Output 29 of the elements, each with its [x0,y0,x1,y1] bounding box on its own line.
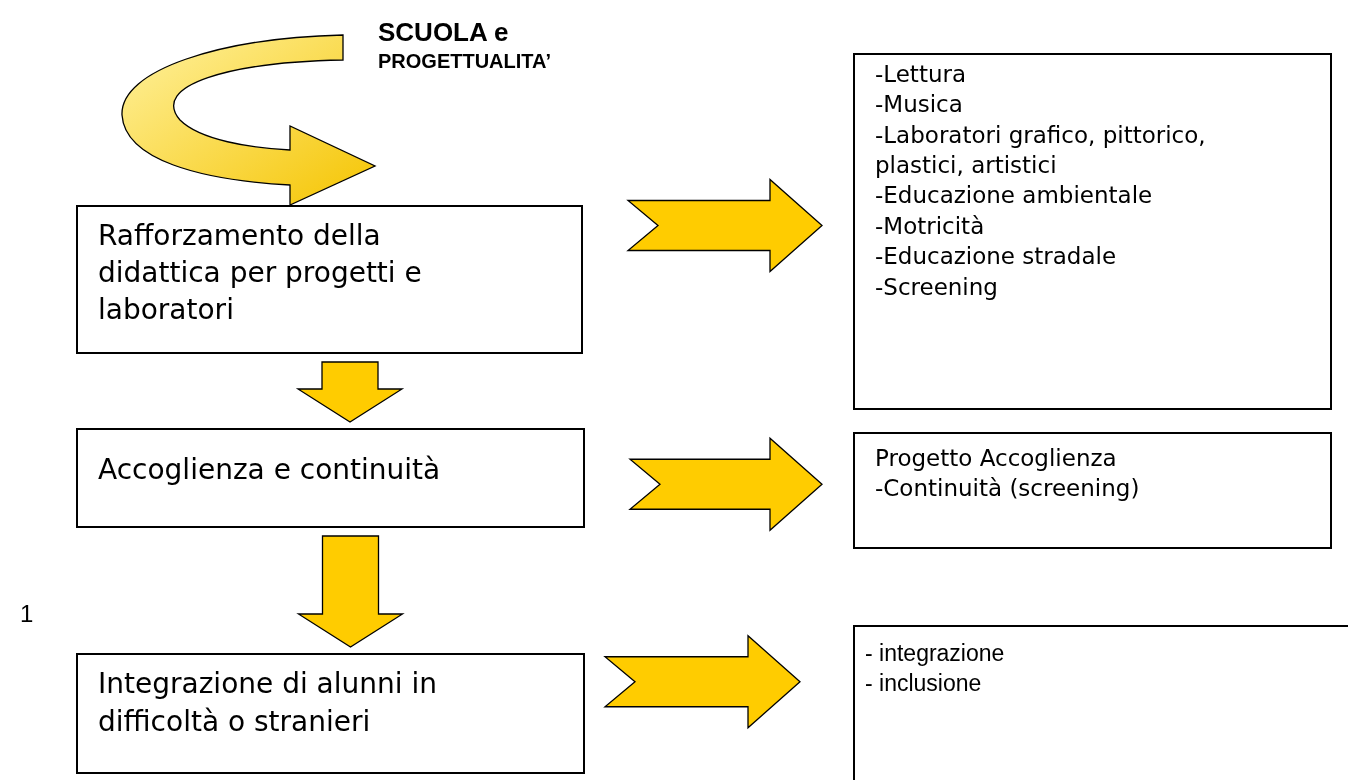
node-text: -Musica [875,90,964,120]
node-text: -Laboratori grafico, pittorico, plastici, artistici [875,120,1207,181]
block-arrow [295,361,405,423]
page-number: 1 [20,600,34,628]
block-arrow [296,535,405,648]
node-text: -Educazione stradale [875,242,1118,272]
node-text: -Educazione ambientale [875,181,1154,211]
node-text: - integrazione [865,639,1006,668]
process-box [76,205,583,354]
node-text: -Motricità [875,211,986,241]
node-text: Rafforzamento della didattica per progetti e laboratori [98,218,423,329]
heading-text: PROGETTUALITA’ [378,48,552,74]
node-text: Accoglienza e continuità [98,452,442,488]
node-text: Integrazione di alunni in difficoltà o stranieri [98,666,438,740]
node-text: Progetto Accoglienza [875,444,1118,473]
process-box [76,653,585,774]
block-arrow [626,178,823,273]
node-text: -Continuità (screening) [875,473,1141,503]
node-text: -Screening [875,272,999,302]
process-box [76,428,585,528]
block-arrow [603,634,801,730]
node-text: - inclusione [865,668,983,698]
list-box [853,625,1348,780]
list-box [853,432,1332,549]
heading-text: SCUOLA e [378,16,510,49]
block-arrow [628,436,823,532]
node-text: -Lettura [875,60,968,89]
curved-block-arrow [121,34,376,206]
list-box [853,53,1332,410]
